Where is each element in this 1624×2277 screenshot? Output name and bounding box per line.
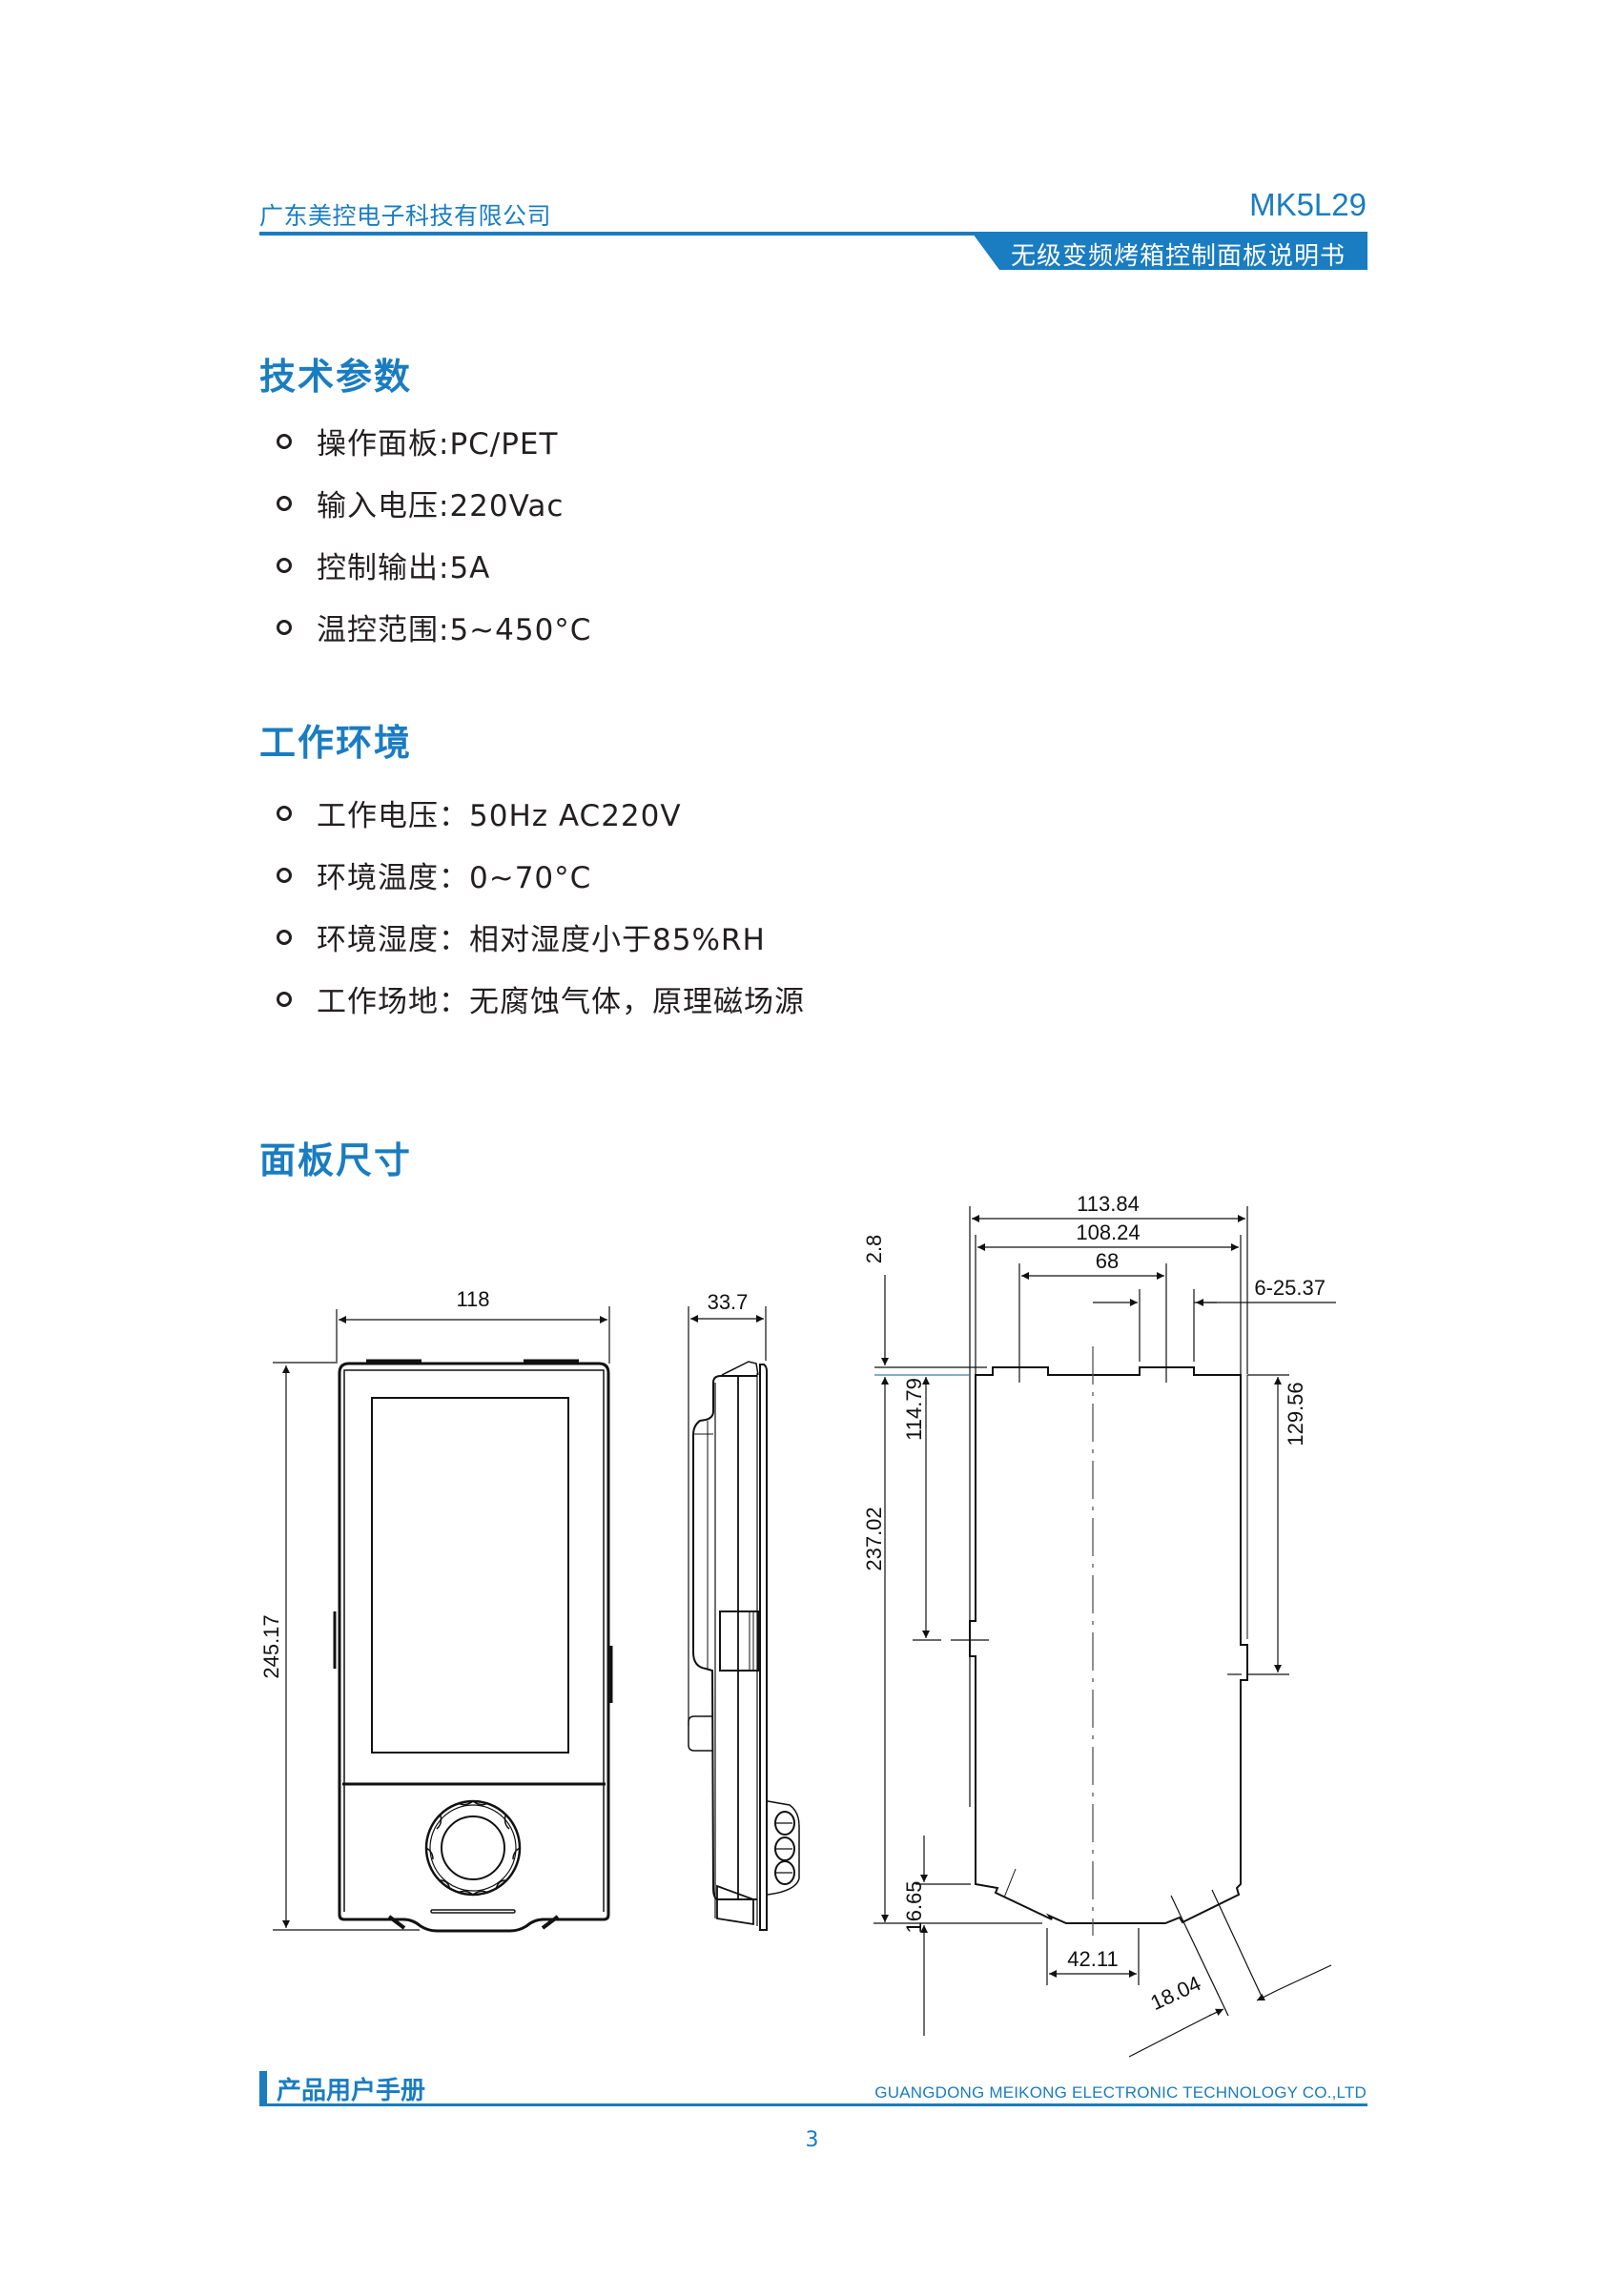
list-item: 输入电压:220Vac (277, 482, 564, 524)
list-item-text: 操作面板:PC/PET (317, 427, 559, 462)
dim-front-height: 245.17 (259, 1614, 283, 1678)
list-item-text: 输入电压:220Vac (317, 489, 565, 523)
section-title-tech: 技术参数 (259, 356, 413, 398)
list-item-text: 环境湿度：相对湿度小于85%RH (317, 923, 766, 957)
dim-cutout-tab-spacing: 68 (1096, 1249, 1119, 1273)
bullet-ring-icon (277, 557, 292, 573)
dim-cutout-right-notch: 129.56 (1284, 1382, 1307, 1446)
bullet-ring-icon (277, 991, 292, 1007)
footer-company-en: GUANGDONG MEIKONG ELECTRONIC TECHNOLOGY … (874, 2083, 1367, 2102)
knob-grip-icon (425, 1800, 521, 1896)
front-view (273, 1306, 613, 1933)
document-title: 无级变频烤箱控制面板说明书 (1011, 242, 1346, 271)
footer-rule (259, 2103, 1367, 2106)
bullet-ring-icon (277, 619, 292, 635)
list-item: 工作电压：50Hz AC220V (277, 791, 682, 834)
dim-front-width: 118 (456, 1287, 489, 1311)
bullet-ring-icon (277, 929, 292, 945)
page-number: 3 (805, 2128, 819, 2152)
list-item: 控制输出:5A (277, 544, 490, 586)
footer-accent-bar (259, 2071, 267, 2105)
footer-manual-label: 产品用户手册 (277, 2077, 426, 2105)
model-number: MK5L29 (1249, 187, 1367, 222)
dim-cutout-inner-width: 108.24 (1076, 1221, 1140, 1244)
dim-cutout-bottom-flat: 42.11 (1067, 1947, 1118, 1971)
section-title-dims: 面板尺寸 (259, 1139, 413, 1181)
bullet-ring-icon (277, 805, 292, 821)
list-item: 环境湿度：相对湿度小于85%RH (277, 915, 766, 958)
section-title-env: 工作环境 (259, 722, 413, 764)
dim-cutout-height: 237.02 (862, 1507, 886, 1570)
list-item: 温控范围:5~450°C (277, 605, 591, 648)
list-item: 环境温度：0~70°C (277, 853, 591, 896)
dim-cutout-outer-width: 113.84 (1077, 1192, 1140, 1216)
dim-cutout-chamfer-length: 18.04 (1147, 1971, 1204, 2015)
cutout-view (874, 1206, 1336, 2058)
list-item-text: 控制输出:5A (317, 551, 491, 585)
dim-cutout-top-step: 2.8 (862, 1235, 886, 1264)
dim-cutout-left-notch: 114.79 (902, 1378, 926, 1441)
list-item-text: 环境温度：0~70°C (317, 861, 592, 895)
list-item: 操作面板:PC/PET (277, 420, 558, 462)
list-item-text: 温控范围:5~450°C (317, 613, 592, 647)
list-item-text: 工作场地：无腐蚀气体，原理磁场源 (317, 985, 805, 1019)
header-title-tab (973, 234, 1367, 270)
dim-cutout-chamfer-height: 16.65 (902, 1880, 926, 1933)
dim-cutout-tabs: 6-25.37 (1254, 1276, 1326, 1300)
company-name: 广东美控电子科技有限公司 (259, 202, 552, 230)
bullet-ring-icon (277, 433, 292, 449)
list-item: 工作场地：无腐蚀气体，原理磁场源 (277, 977, 805, 1020)
dim-side-depth: 33.7 (708, 1290, 749, 1314)
header-rule (259, 232, 1367, 236)
side-view (688, 1306, 800, 1931)
list-item-text: 工作电压：50Hz AC220V (317, 799, 682, 833)
bullet-ring-icon (277, 867, 292, 883)
bullet-ring-icon (277, 495, 292, 511)
